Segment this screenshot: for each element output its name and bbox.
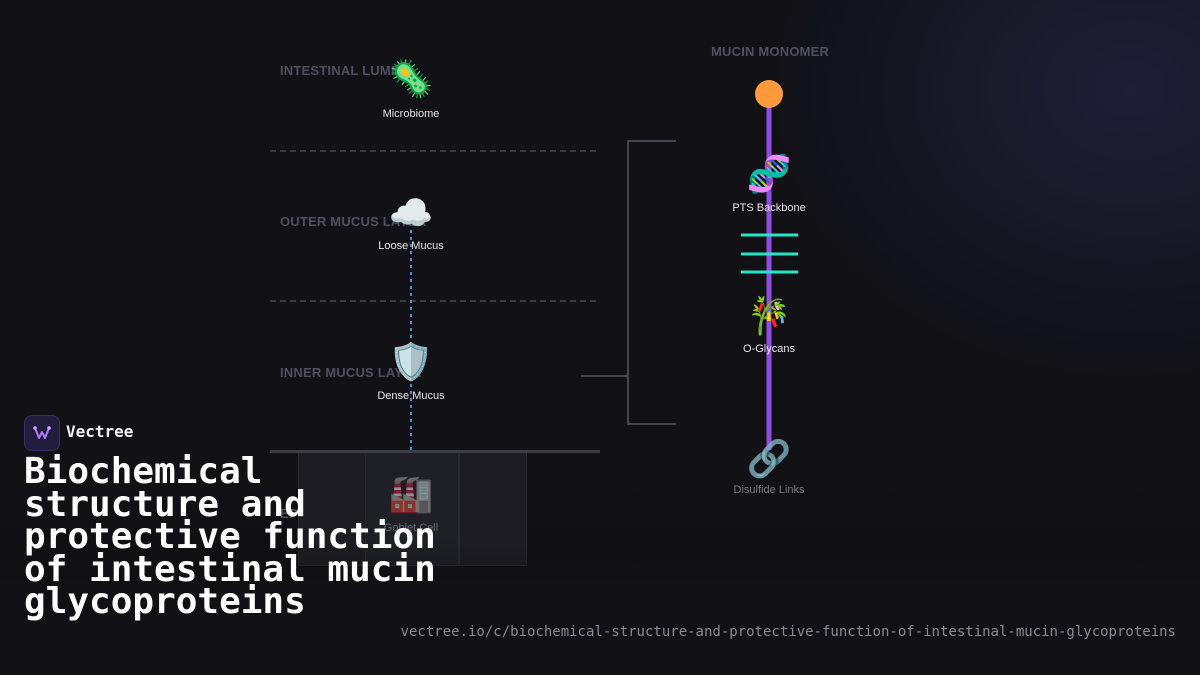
layer-divider — [270, 300, 596, 302]
source-url[interactable]: vectree.io/c/biochemical-structure-and-p… — [400, 624, 1176, 640]
epithelium-surface-line — [270, 450, 600, 453]
disulfide-links-label: Disulfide Links — [733, 484, 805, 496]
layer-label-inner-mucus: INNER MUCUS LAYER — [280, 365, 422, 380]
shield-icon: 🛡️ — [388, 342, 434, 383]
bottom-fade-overlay — [0, 540, 1200, 675]
mucin-monomer-title: MUCIN MONOMER — [711, 44, 830, 59]
bamboo-icon: 🎋 — [746, 296, 792, 337]
vectree-logo-icon — [33, 426, 51, 439]
layer-divider — [270, 150, 596, 152]
layer-label-outer-mucus: OUTER MUCUS LAYER — [280, 214, 427, 229]
page-title: Biochemical structure and protective fun… — [24, 451, 436, 622]
loose-mucus-label: Loose Mucus — [378, 240, 444, 252]
goblet-cell-label: Goblet Cell — [383, 522, 439, 534]
vectree-logo — [24, 415, 60, 451]
brand-name: Vectree — [66, 422, 134, 441]
link-icon: 🔗 — [746, 439, 792, 480]
zoom-bracket — [627, 140, 676, 425]
n-terminal-domain — [755, 80, 783, 108]
layer-label-lumen: INTESTINAL LUMEN — [280, 63, 410, 78]
dna-icon: 🧬 — [746, 154, 792, 195]
cloud-icon: ☁️ — [388, 193, 434, 234]
microbiome-label: Microbiome — [382, 108, 440, 120]
factory-icon: 🏭 — [388, 474, 434, 515]
o-glycans-label: O-Glycans — [743, 343, 795, 355]
dense-mucus-label: Dense Mucus — [377, 390, 445, 402]
microbe-icon: 🦠 — [388, 59, 434, 100]
pts-backbone-label: PTS Backbone — [732, 202, 806, 214]
